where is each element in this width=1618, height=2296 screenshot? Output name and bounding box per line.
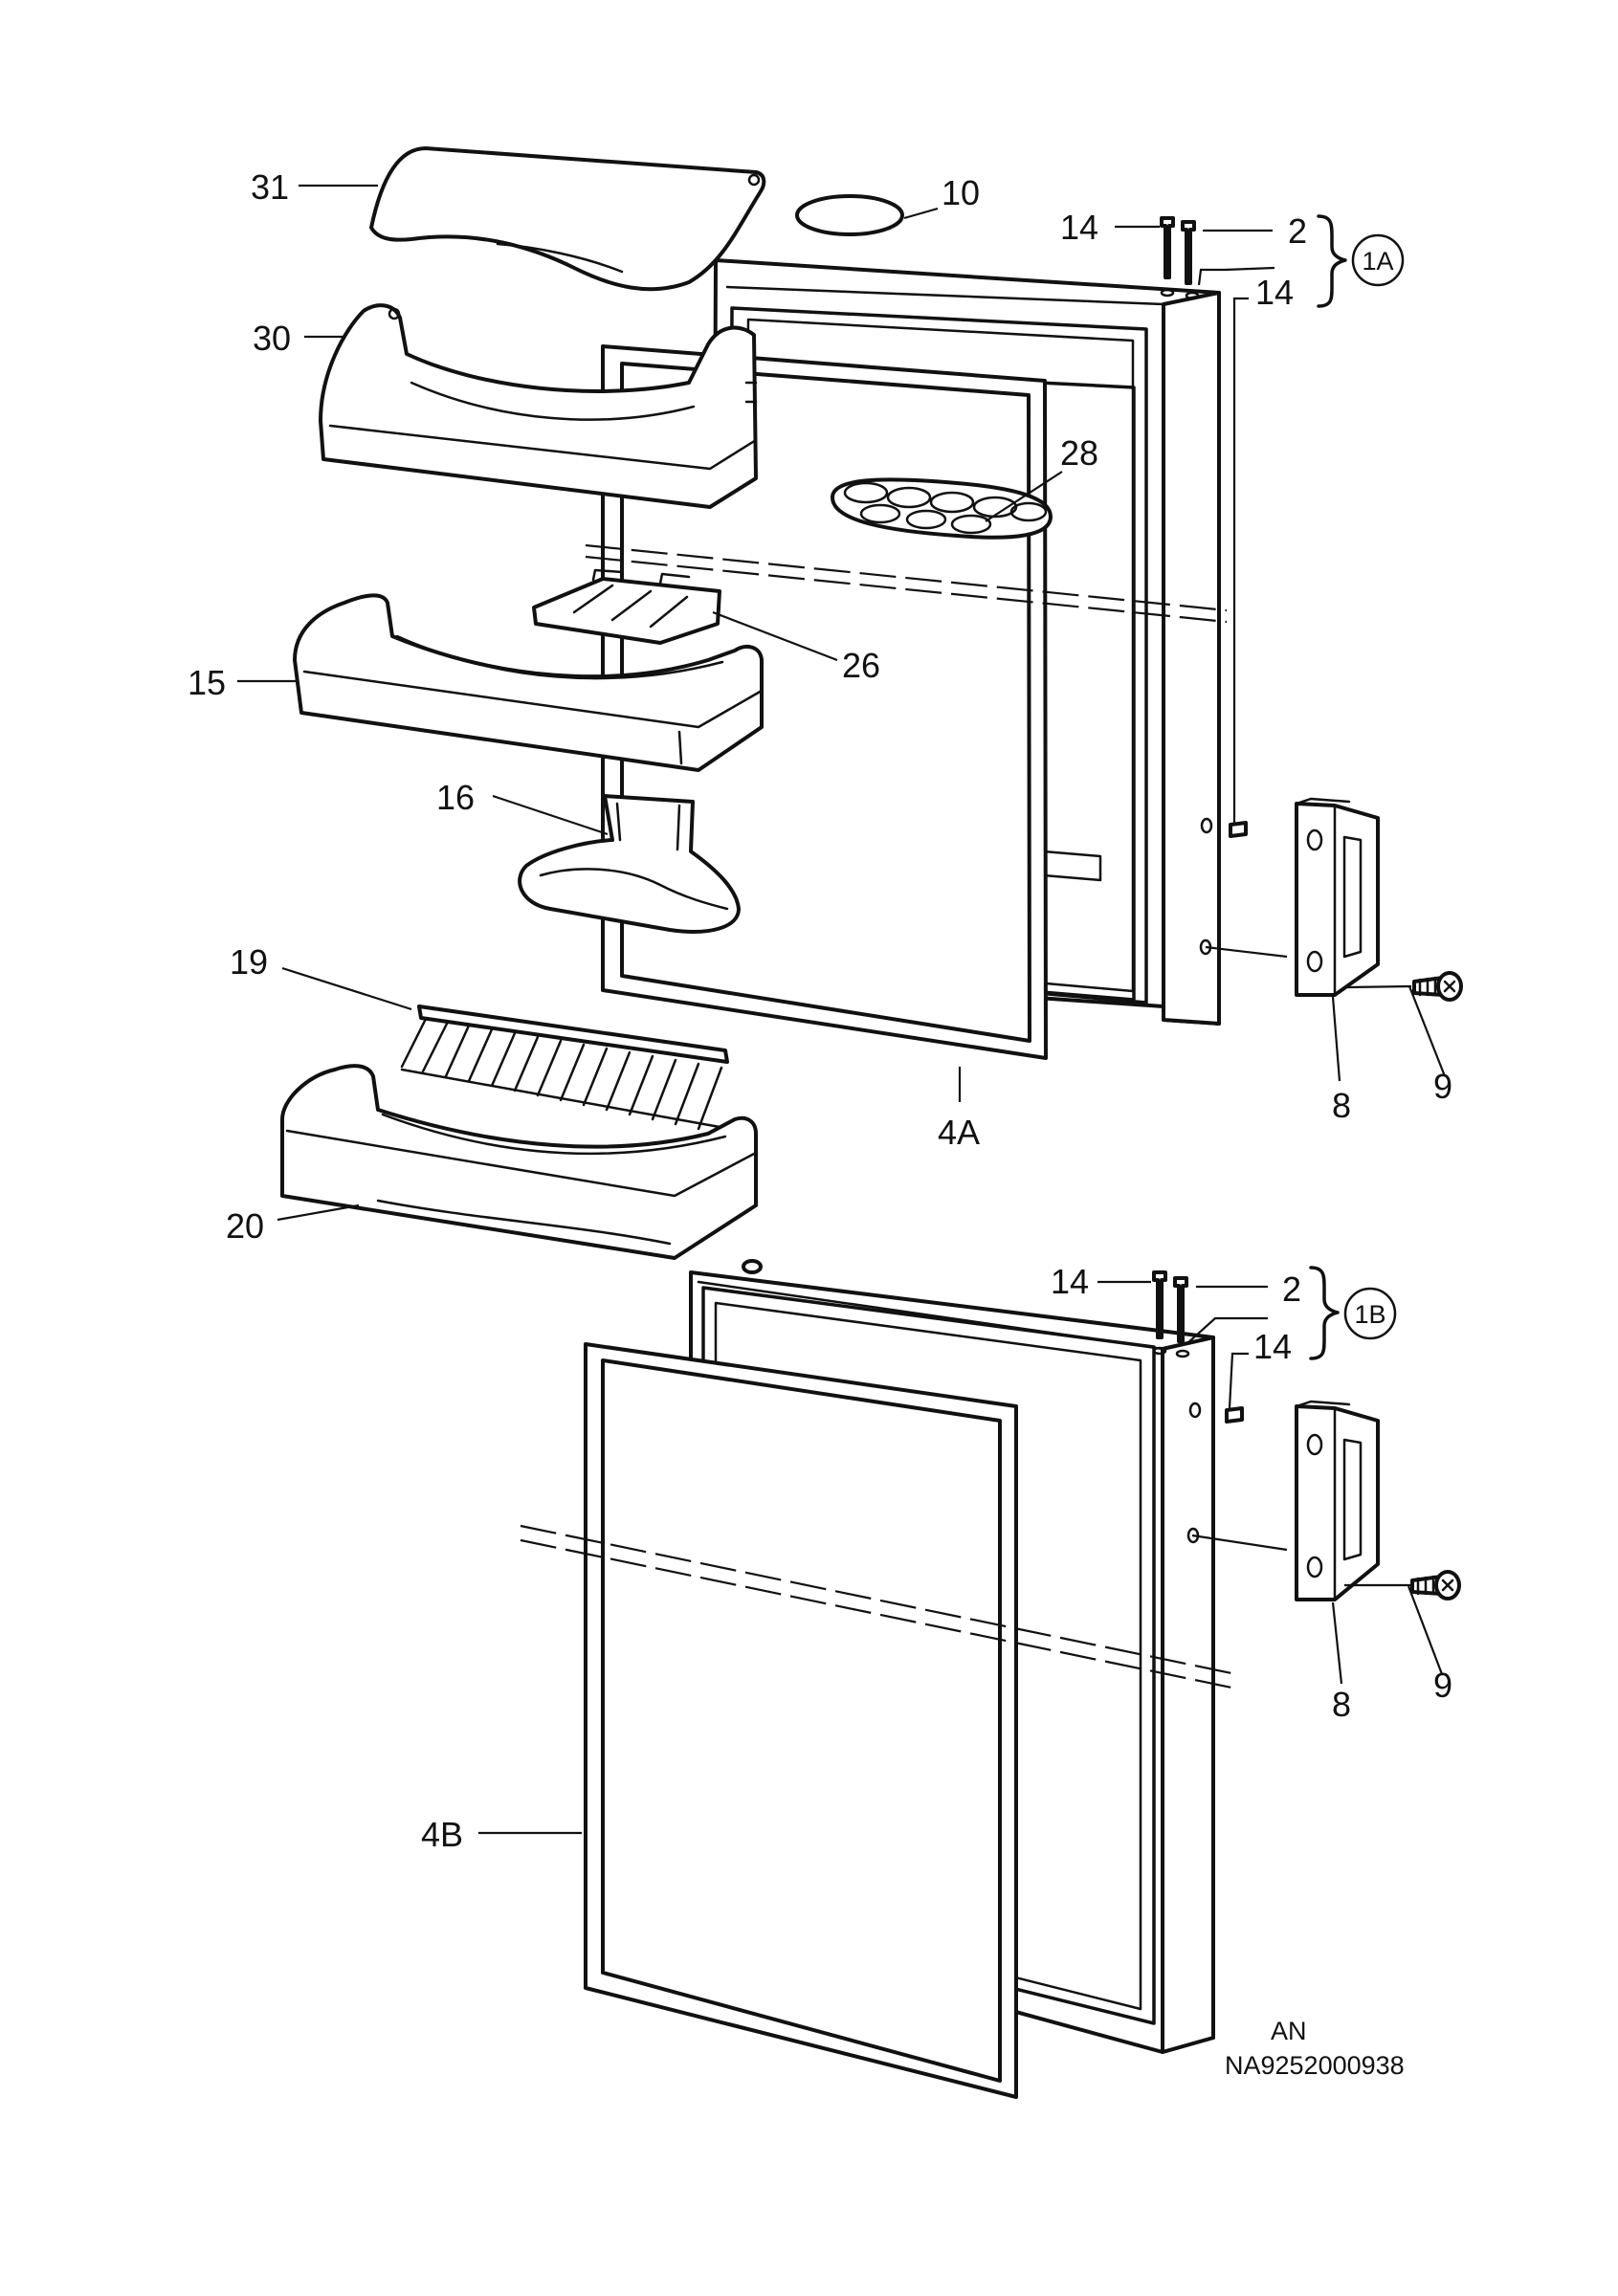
assembly-label-1B: 1B (1354, 1300, 1385, 1329)
screw-part-9-lower (1410, 1570, 1461, 1601)
button-part-10 (795, 194, 904, 236)
label-9-lower: 9 (1433, 1666, 1452, 1705)
label-28: 28 (1060, 433, 1098, 473)
label-30: 30 (253, 319, 291, 358)
pins-lower (1152, 1270, 1244, 1424)
footer-code-line1: AN (1271, 2017, 1307, 2045)
label-19: 19 (230, 942, 268, 982)
screw-part-9-upper (1412, 971, 1463, 1002)
label-2-lower: 2 (1282, 1269, 1301, 1309)
label-10: 10 (942, 173, 980, 212)
label-15: 15 (188, 663, 226, 702)
insert-part-26 (532, 568, 721, 645)
brace-lower (1309, 1266, 1340, 1360)
lower-break-line (520, 1524, 1237, 1676)
footer-code-line2: NA9252000938 (1225, 2051, 1405, 2080)
label-8-lower: 8 (1332, 1685, 1351, 1724)
assembly-circle-1A (1351, 233, 1405, 287)
label-14-lower-side: 14 (1253, 1327, 1292, 1366)
label-26: 26 (842, 646, 880, 685)
assembly-label-1A: 1A (1362, 247, 1393, 276)
label-9-upper: 9 (1433, 1067, 1452, 1106)
label-4B: 4B (421, 1815, 463, 1854)
label-14-upper-side: 14 (1255, 273, 1294, 312)
label-20: 20 (226, 1206, 264, 1246)
lower-break-line-2 (520, 1538, 1237, 1690)
label-31: 31 (251, 167, 289, 207)
pins-upper (1160, 216, 1248, 838)
label-4A: 4A (938, 1113, 980, 1152)
door-gasket-4B (584, 1342, 1018, 2099)
handle-part-8-upper (1295, 797, 1380, 997)
handle-part-8-lower (1295, 1400, 1380, 1601)
upper-break-line (585, 543, 1228, 612)
door-shelf-part-15 (293, 593, 764, 772)
label-8-upper: 8 (1332, 1086, 1351, 1125)
upper-break-line-2 (585, 555, 1228, 624)
egg-tray-part-28 (831, 477, 1053, 540)
dairy-lid-part-31 (369, 146, 766, 292)
door-bin-part-20 (280, 1064, 758, 1260)
holder-part-16 (518, 794, 741, 934)
label-14-upper: 14 (1060, 208, 1098, 247)
label-14-lower: 14 (1051, 1262, 1089, 1301)
label-2-upper: 2 (1288, 211, 1307, 251)
assembly-circle-1B (1343, 1287, 1397, 1340)
leader-lines (237, 184, 1447, 1835)
label-16: 16 (436, 778, 475, 817)
dairy-shelf-part-30 (319, 303, 758, 509)
brace-upper (1317, 214, 1347, 308)
divider-part-19 (400, 1004, 729, 1131)
